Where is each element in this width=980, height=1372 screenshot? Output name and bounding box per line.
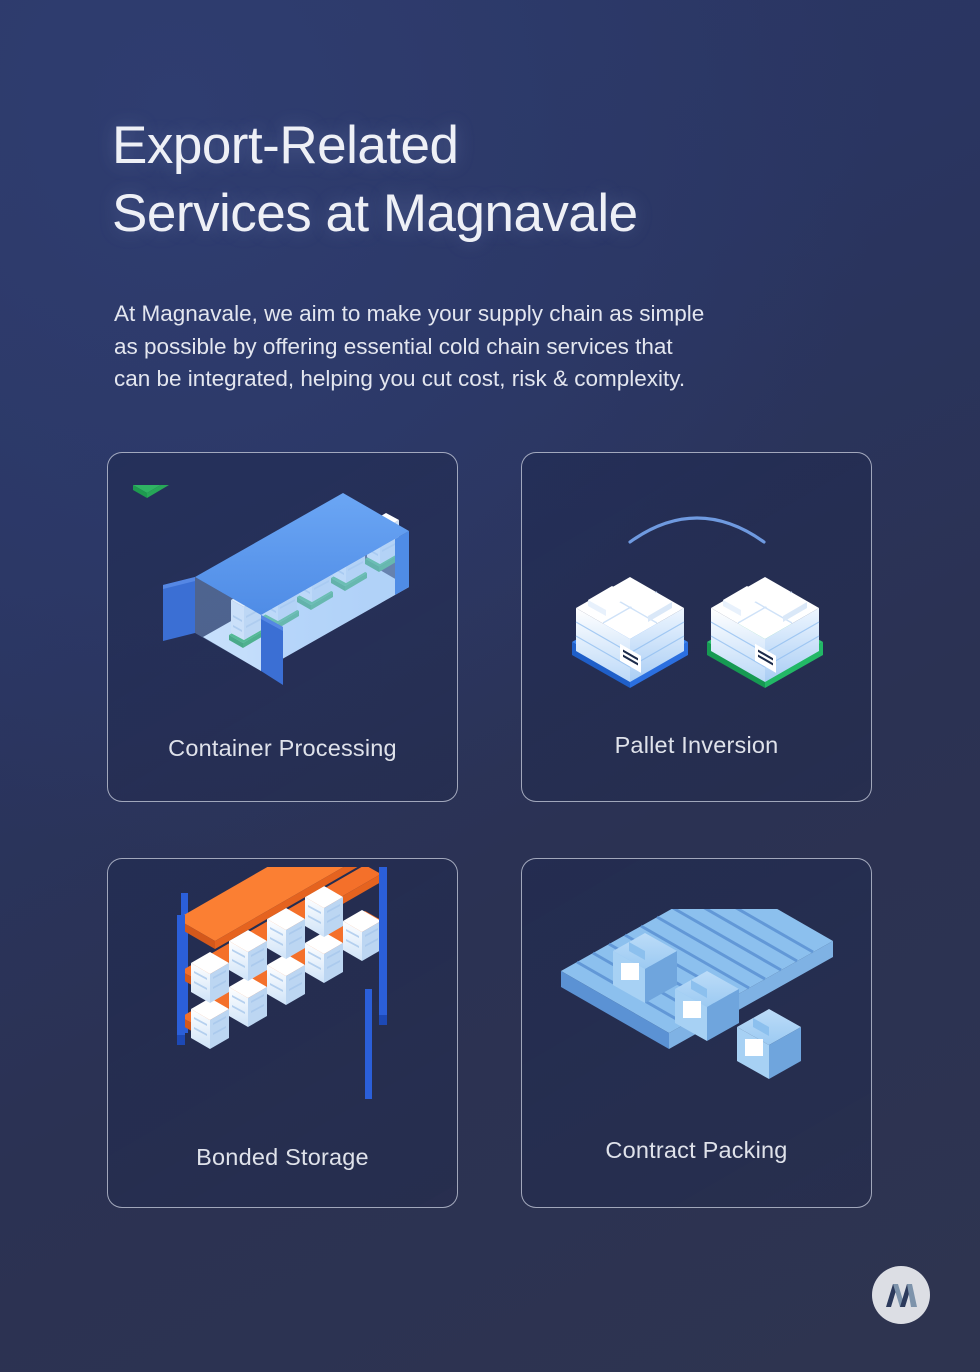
shipping-container-icon [108, 475, 457, 725]
pallet-inversion-icon [522, 467, 871, 717]
service-card-bonded-storage[interactable]: Bonded Storage [107, 858, 458, 1208]
service-card-label: Bonded Storage [196, 1144, 369, 1170]
services-grid: Container Processing [107, 452, 873, 1212]
warehouse-racking-icon [108, 867, 457, 1117]
service-card-label: Contract Packing [605, 1137, 788, 1163]
magnavale-m-logo [872, 1266, 930, 1324]
service-card-pallet-inversion[interactable]: Pallet Inversion [521, 452, 872, 802]
service-card-label: Pallet Inversion [614, 732, 779, 758]
conveyor-belt-icon [522, 889, 871, 1139]
page-title: Export-Related Services at Magnavale [112, 116, 638, 243]
intro-paragraph: At Magnavale, we aim to make your supply… [114, 301, 705, 391]
service-card-contract-packing[interactable]: Contract Packing [521, 858, 872, 1208]
service-card-label: Container Processing [168, 735, 397, 761]
service-card-container-processing[interactable]: Container Processing [107, 452, 458, 802]
